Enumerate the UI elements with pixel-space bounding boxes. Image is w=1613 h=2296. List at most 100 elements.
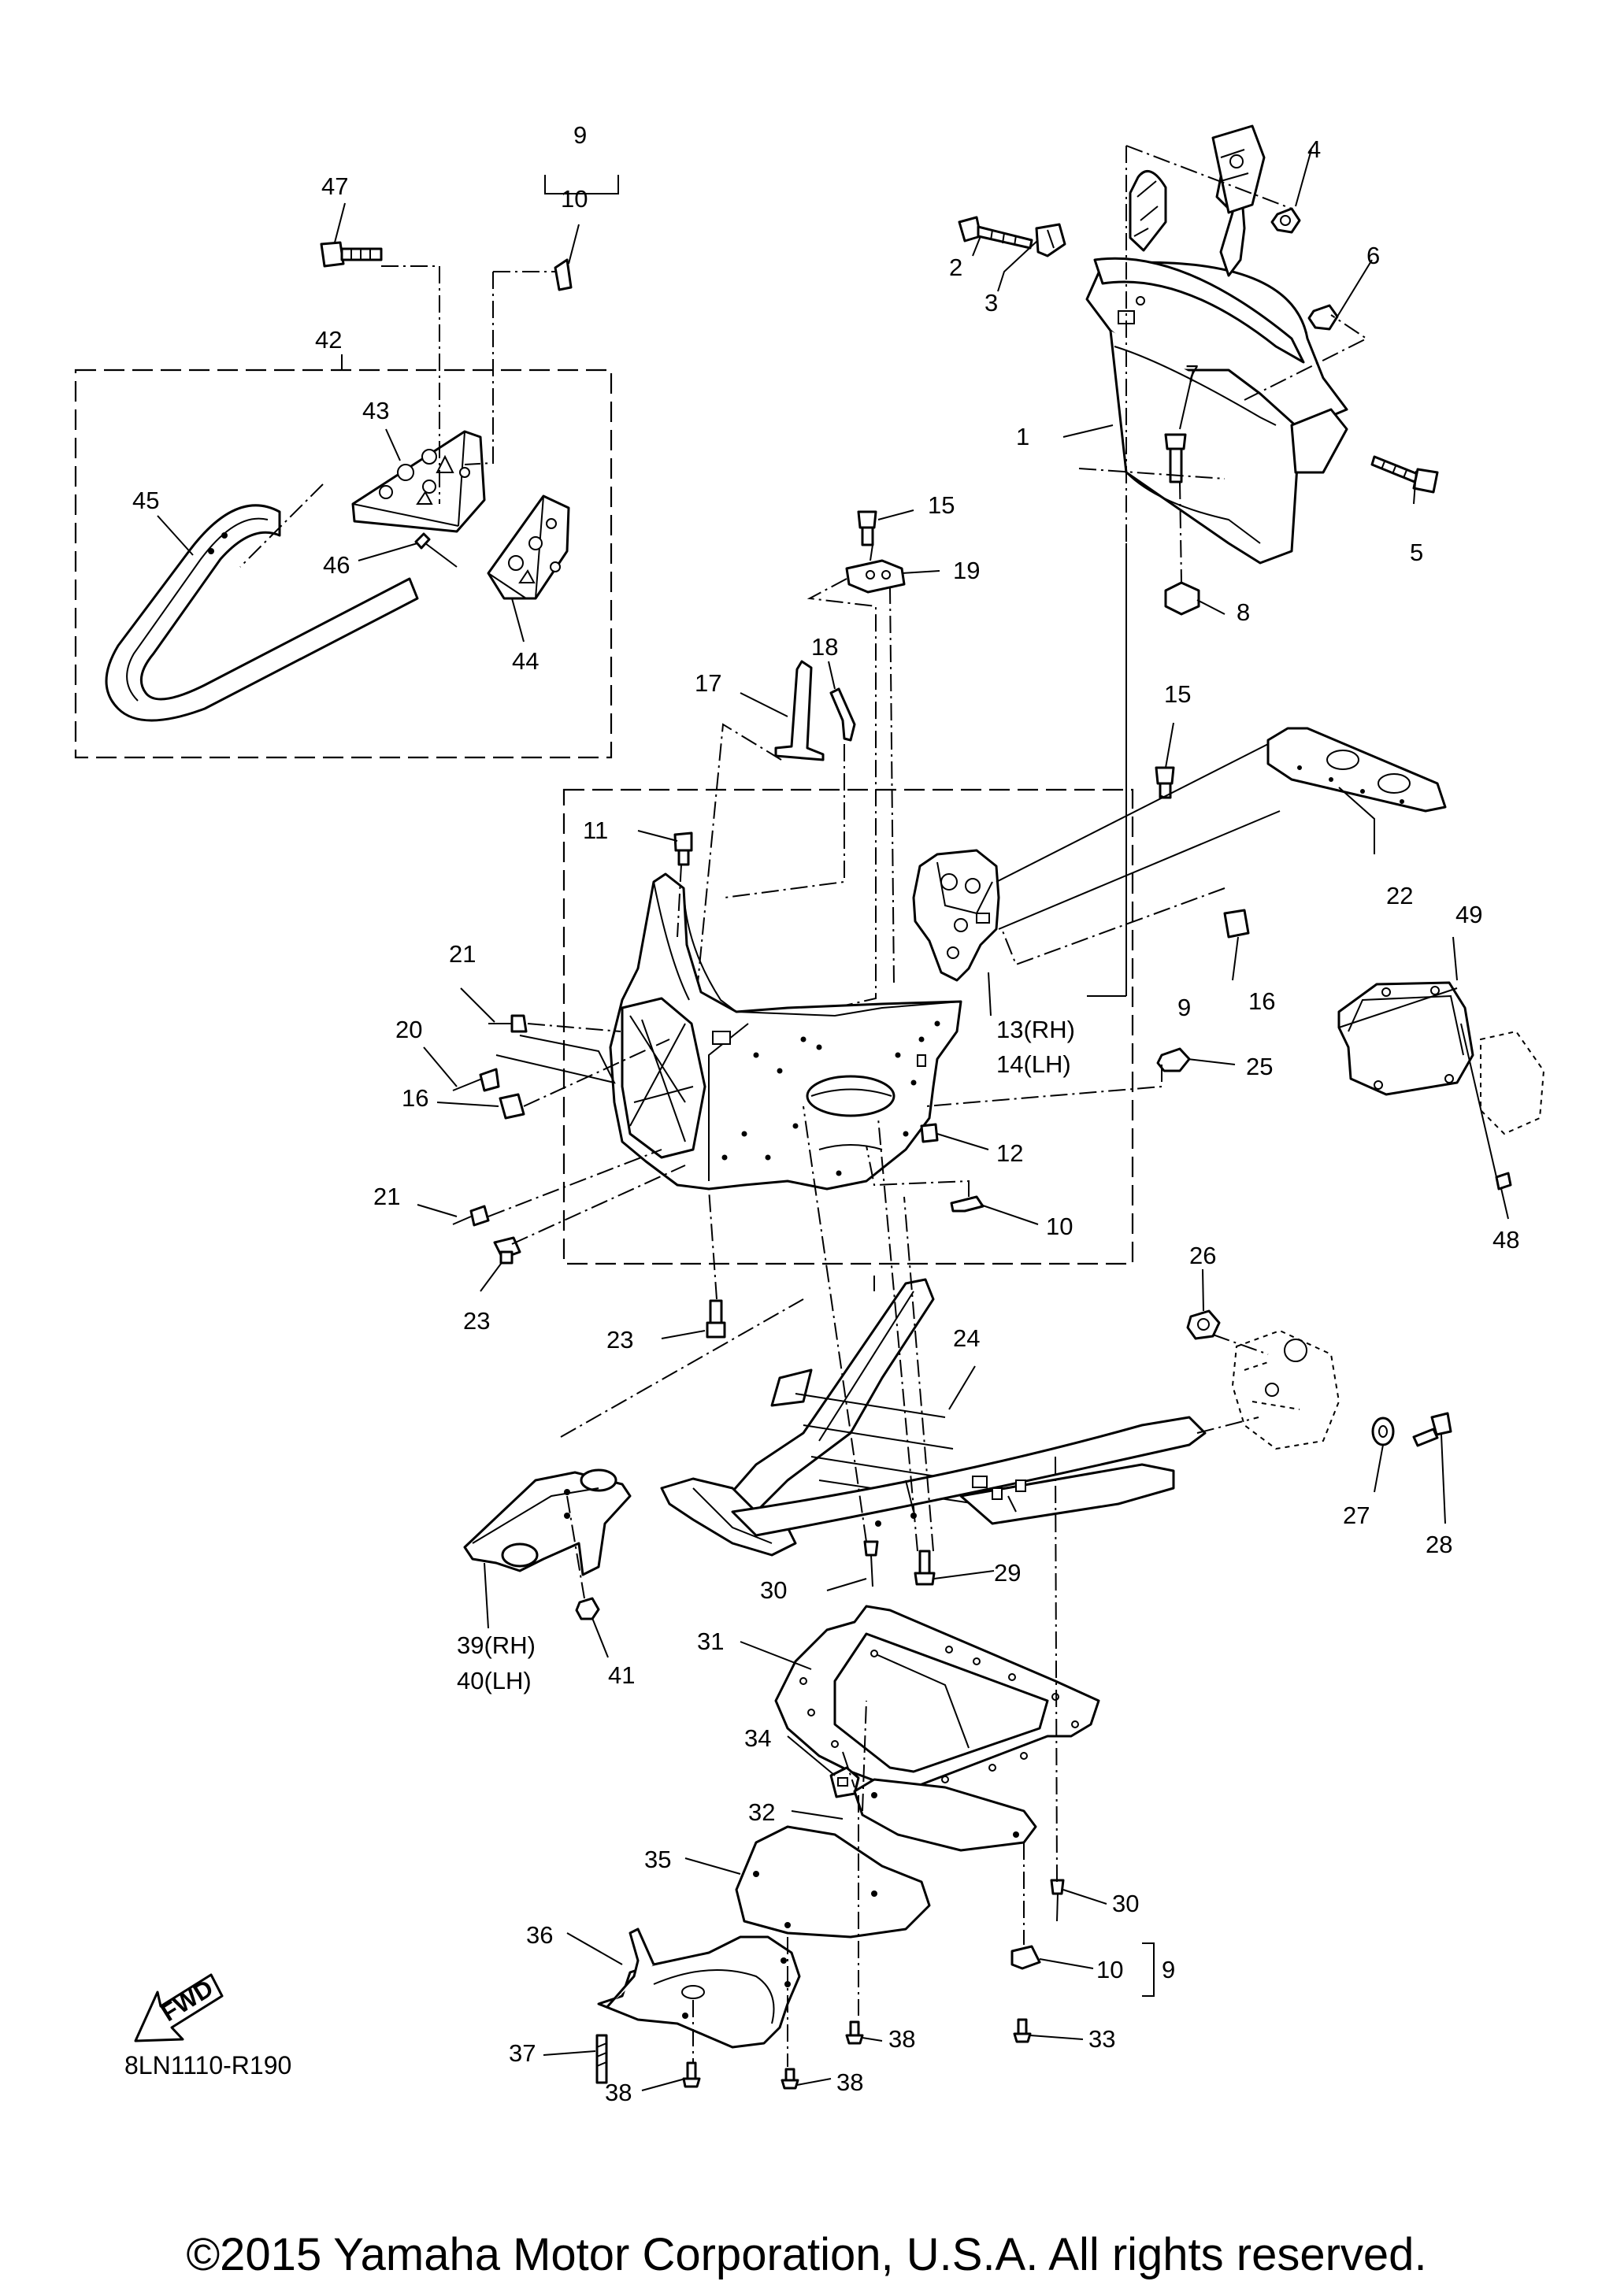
- label-18: 18: [811, 633, 838, 661]
- part-24-lower-chassis: [660, 1276, 1207, 1557]
- label-2: 2: [949, 254, 962, 281]
- part-45-bumper: [105, 504, 419, 722]
- label-34: 34: [744, 1724, 771, 1752]
- label-16-right: 16: [1248, 987, 1275, 1015]
- part-41-nut: [575, 1597, 600, 1620]
- label-47: 47: [321, 172, 348, 200]
- label-48: 48: [1492, 1226, 1519, 1254]
- part-22-plate: [1266, 727, 1447, 813]
- label-10-mid: 10: [1046, 1213, 1073, 1240]
- label-45: 45: [132, 487, 159, 514]
- part-28-bolt: [1412, 1412, 1452, 1447]
- part-25-nut: [1156, 1047, 1191, 1072]
- part-13-14-hinge-bracket: [912, 849, 1000, 982]
- part-46-rivet: [414, 532, 458, 568]
- part-39-40-mount: [463, 1468, 632, 1576]
- label-10-top: 10: [561, 185, 588, 213]
- label-15-top: 15: [928, 491, 955, 519]
- leaders-mount: [484, 1495, 609, 1658]
- label-21-lower: 21: [373, 1183, 400, 1210]
- label-9-bottom: 9: [1162, 1956, 1175, 1983]
- part-8-nut: [1164, 581, 1200, 616]
- part-10-clip-top: [554, 258, 573, 291]
- part-20-rivet: [452, 1068, 500, 1092]
- label-6: 6: [1366, 242, 1380, 269]
- part-49-cover: [1337, 981, 1474, 1096]
- part-10-clip-mid: [950, 1195, 984, 1213]
- part-38-screw-b: [781, 2068, 799, 2090]
- label-38-mid: 38: [836, 2068, 863, 2096]
- label-33: 33: [1088, 2025, 1115, 2053]
- label-41: 41: [608, 1661, 635, 1689]
- part-6-nut: [1307, 304, 1339, 331]
- diagram-reference-code: 8LN1110-R190: [124, 2051, 292, 2079]
- part-2-bolt: [958, 216, 1033, 250]
- label-36: 36: [526, 1921, 553, 1949]
- part-34-clip: [829, 1766, 860, 1798]
- part-21-rivet-upper: [488, 1014, 528, 1033]
- label-8: 8: [1237, 598, 1250, 626]
- leaders-group-9: [417, 543, 1497, 1339]
- label-23-lower: 23: [606, 1326, 633, 1354]
- leaders-group-42: [157, 175, 619, 643]
- part-10-clip-bottom: [1010, 1945, 1041, 1970]
- part-38-screw-a: [682, 2061, 701, 2088]
- label-4: 4: [1307, 135, 1321, 163]
- label-9-top: 9: [573, 121, 587, 149]
- label-38-left: 38: [605, 2079, 632, 2106]
- part-48-rivet: [1480, 1030, 1545, 1220]
- leaders-lower: [543, 1456, 1155, 2091]
- part-19-bracket: [845, 559, 906, 594]
- label-7: 7: [1185, 360, 1199, 387]
- label-25: 25: [1246, 1053, 1273, 1080]
- label-20: 20: [395, 1016, 422, 1043]
- label-28: 28: [1426, 1531, 1452, 1558]
- label-16-left: 16: [402, 1084, 428, 1112]
- label-22: 22: [1386, 882, 1413, 909]
- label-38-right: 38: [888, 2025, 915, 2053]
- label-37: 37: [509, 2039, 536, 2067]
- label-35: 35: [644, 1846, 671, 1873]
- part-47-bolt: [320, 241, 383, 268]
- label-39: 39(RH): [457, 1631, 536, 1659]
- part-18-clip: [829, 687, 856, 742]
- label-13: 13(RH): [996, 1016, 1075, 1043]
- part-15-bolt-b: [1155, 766, 1175, 799]
- part-5-bolt: [1370, 455, 1439, 494]
- label-31: 31: [697, 1628, 724, 1655]
- part-16-block-left: [499, 1093, 525, 1120]
- part-1-upper-bracket: [1085, 169, 1348, 565]
- part-30-rivet-lower: [1050, 1879, 1065, 1922]
- label-44: 44: [512, 647, 539, 675]
- part-7-bolt: [1164, 433, 1187, 483]
- label-24: 24: [953, 1324, 980, 1352]
- part-43-bracket: [351, 430, 486, 533]
- label-14: 14(LH): [996, 1050, 1071, 1078]
- label-29: 29: [994, 1559, 1021, 1587]
- frame-rivet-dots: [721, 1020, 940, 1176]
- label-32: 32: [748, 1798, 775, 1826]
- label-40: 40(LH): [457, 1667, 532, 1694]
- label-30-lower: 30: [1112, 1890, 1139, 1917]
- part-26-nut: [1186, 1309, 1221, 1340]
- label-30-upper: 30: [760, 1576, 787, 1604]
- label-5: 5: [1410, 539, 1423, 566]
- part-11-bolt: [673, 831, 693, 866]
- part-33-screw: [1013, 2018, 1032, 2043]
- label-10-bottom: 10: [1096, 1956, 1123, 1983]
- label-21-upper: 21: [449, 940, 476, 968]
- part-37-screw: [595, 2034, 608, 2084]
- label-42: 42: [315, 326, 342, 354]
- label-19: 19: [953, 557, 980, 584]
- part-main-front-frame: [609, 872, 962, 1191]
- label-23-left: 23: [463, 1307, 490, 1335]
- part-44-bracket: [487, 494, 570, 600]
- label-46: 46: [323, 551, 350, 579]
- part-32-plate: [853, 1778, 1037, 1852]
- label-12: 12: [996, 1139, 1023, 1167]
- label-49: 49: [1455, 901, 1482, 928]
- forward-direction-icon: FWD: [134, 1973, 224, 2042]
- part-17-plate: [774, 660, 825, 761]
- label-9-mid: 9: [1177, 994, 1191, 1021]
- part-30-rivet-upper: [863, 1540, 879, 1587]
